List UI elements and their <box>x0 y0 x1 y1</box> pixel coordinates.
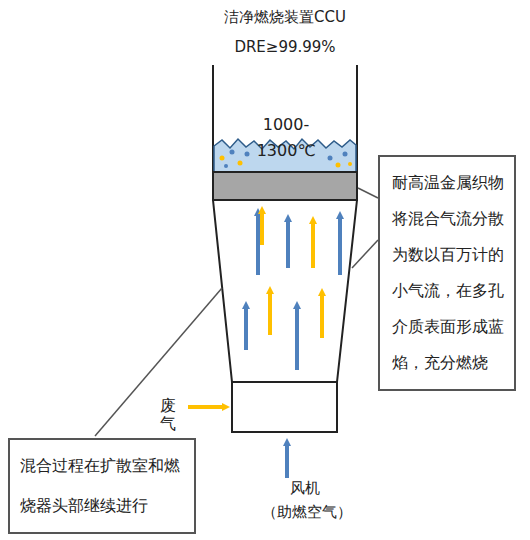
inlet-label: 废气 <box>160 397 176 432</box>
mixing-box <box>232 382 337 432</box>
metal-fabric <box>213 172 357 200</box>
flow-arrows <box>246 210 340 370</box>
leader-line <box>95 288 222 436</box>
callout-text: 耐高温金属织物将混合气流分散为数以百万计的小气流，在多孔介质表面形成蓝焰，充分燃… <box>392 165 504 381</box>
leader-line <box>358 188 378 198</box>
air-arrow <box>285 442 289 478</box>
fan-label: 风机 <box>290 479 320 498</box>
efficiency-value: DRE≥99.99% <box>234 38 335 56</box>
device-name: 洁净燃烧装置CCU <box>224 8 346 27</box>
callout-box: 混合过程在扩散室和燃烧器头部继续进行 <box>8 438 196 534</box>
air-label: （助燃空气） <box>262 503 352 522</box>
callout-box: 耐高温金属织物将混合气流分散为数以百万计的小气流，在多孔介质表面形成蓝焰，充分燃… <box>378 155 516 391</box>
diffusion-chamber <box>213 200 357 382</box>
waste-gas-arrow <box>188 405 226 409</box>
leader-line <box>352 240 378 268</box>
temperature-range: 1000- 1300℃ <box>256 112 316 163</box>
callout-text: 混合过程在扩散室和燃烧器头部继续进行 <box>20 446 184 526</box>
